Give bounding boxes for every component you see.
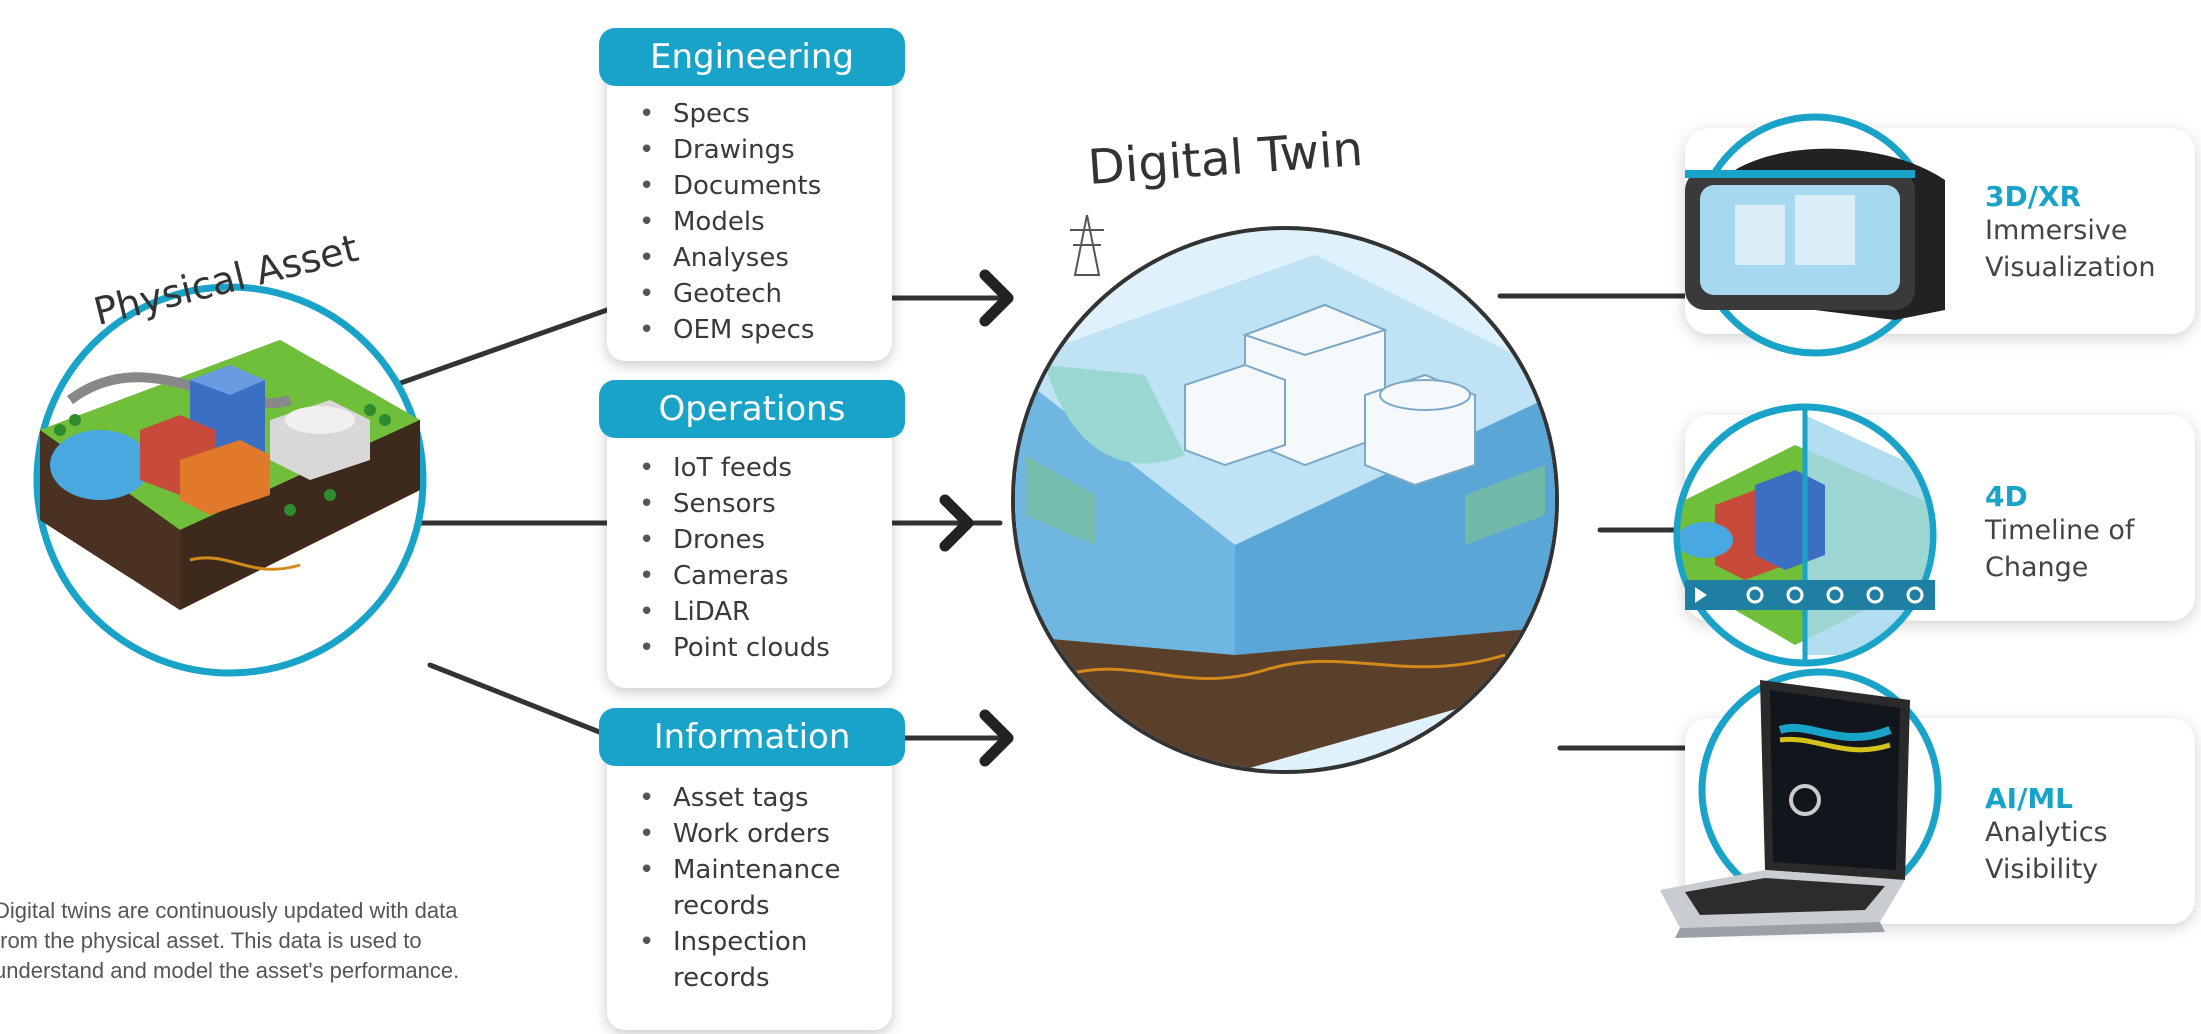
twin-utility-icon — [1064, 653, 1506, 681]
caption-line-1: Digital twins are continuously updated w… — [0, 898, 458, 923]
xr-desc-line1: Immersive — [1985, 215, 2128, 246]
list-item: Specs — [639, 96, 821, 132]
lake-icon — [50, 430, 150, 500]
list-item: records — [673, 963, 770, 993]
information-card: Asset tags Work orders Maintenance recor… — [607, 738, 892, 1030]
list-item: Geotech — [639, 276, 821, 312]
4d-desc-line1: Timeline of — [1985, 515, 2135, 546]
list-item: OEM specs — [639, 312, 821, 348]
list-item: Asset tags — [639, 780, 840, 816]
twin-buildings-icon — [1184, 303, 1476, 487]
ai-desc-line1: Analytics — [1985, 817, 2108, 848]
orange-building-icon — [180, 440, 270, 515]
xr-title: 3D/XR — [1985, 180, 2082, 213]
road-icon — [67, 372, 292, 409]
list-item: Inspection — [639, 924, 840, 960]
laptop-icon — [1660, 668, 1942, 938]
list-item: Models — [639, 204, 821, 240]
ai-desc-line2: Visibility — [1985, 854, 2099, 885]
physical-asset-illustration — [33, 283, 427, 677]
information-header: Information — [599, 708, 905, 766]
caption-line-3: understand and model the asset's perform… — [0, 958, 460, 983]
operations-list: IoT feeds Sensors Drones Cameras LiDAR P… — [639, 450, 830, 666]
list-item: Cameras — [639, 558, 830, 594]
line-to-information — [427, 662, 610, 738]
4d-title: 4D — [1985, 480, 2028, 513]
digital-twin-illustration — [1011, 215, 1559, 774]
ai-title: AI/ML — [1985, 782, 2074, 815]
operations-header: Operations — [599, 380, 905, 438]
arrow-information — [979, 709, 1014, 767]
list-item: Drones — [639, 522, 830, 558]
engineering-card: Specs Drawings Documents Models Analyses… — [607, 58, 892, 361]
list-item: Drawings — [639, 132, 821, 168]
list-item: Point clouds — [639, 630, 830, 666]
trees-icon — [54, 404, 391, 516]
line-to-engineering — [392, 307, 610, 388]
caption-line-2: from the physical asset. This data is us… — [0, 928, 422, 953]
timeline-icon — [1673, 403, 1937, 667]
list-item: Work orders — [639, 816, 840, 852]
list-item: Maintenance — [639, 852, 840, 888]
information-list: Asset tags Work orders Maintenance recor… — [639, 780, 840, 996]
list-item: LiDAR — [639, 594, 830, 630]
4d-desc-line2: Change — [1985, 552, 2089, 583]
transmission-tower-icon — [1070, 215, 1104, 276]
engineering-header: Engineering — [599, 28, 905, 86]
list-item: records — [673, 891, 770, 921]
operations-card: IoT feeds Sensors Drones Cameras LiDAR P… — [607, 410, 892, 688]
arrow-engineering — [979, 269, 1014, 327]
utility-line-icon — [189, 556, 301, 571]
xr-desc-line2: Visualization — [1985, 252, 2156, 283]
vr-headset-icon — [1685, 113, 1945, 357]
list-item: Documents — [639, 168, 821, 204]
caption: Digital twins are continuously updated w… — [0, 896, 534, 986]
engineering-list: Specs Drawings Documents Models Analyses… — [639, 96, 821, 348]
twin-water-icon — [1045, 365, 1185, 464]
list-item: IoT feeds — [639, 450, 830, 486]
arrow-operations — [939, 494, 974, 552]
list-item: Sensors — [639, 486, 830, 522]
list-item: Analyses — [639, 240, 821, 276]
